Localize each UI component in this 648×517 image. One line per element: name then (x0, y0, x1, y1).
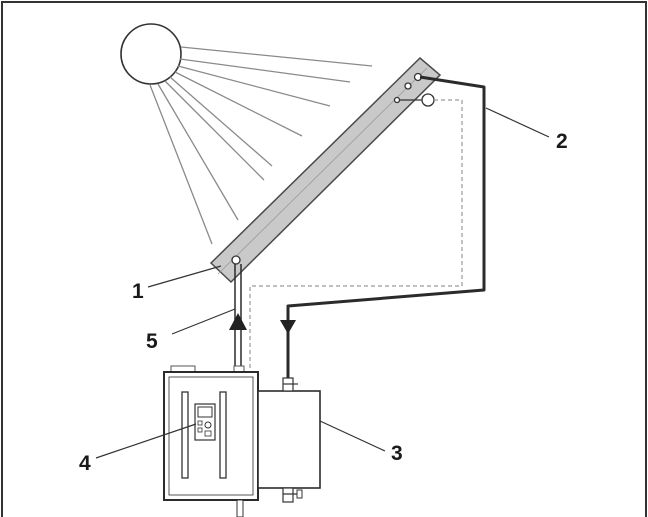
leader-line-2 (485, 107, 550, 138)
return-up-arrow-icon (229, 313, 247, 330)
callout-4: 4 (79, 452, 91, 475)
panel-vent-port (393, 96, 401, 104)
cabinet-right-pipe (219, 391, 227, 479)
sensor-cable-dashed (249, 99, 463, 373)
tank-bottom-connector (282, 487, 294, 503)
controller-display (197, 406, 213, 418)
callout-5: 5 (146, 330, 158, 353)
leader-line-1 (147, 265, 222, 288)
flow-down-arrow-icon (280, 320, 296, 334)
callout-3: 3 (391, 442, 403, 465)
sun-icon (120, 23, 373, 245)
temperature-sensor (421, 93, 435, 107)
panel-sensor-port (404, 82, 412, 90)
storage-tank (257, 377, 321, 503)
callout-1: 1 (132, 280, 144, 303)
solar-collector-panel (209, 56, 442, 284)
callout-2: 2 (556, 130, 568, 153)
controller-knob-icon (204, 421, 212, 429)
leader-line-3 (319, 420, 386, 452)
leader-line-5 (171, 308, 236, 335)
leader-line-4 (95, 423, 197, 459)
panel-inlet-port (231, 255, 241, 265)
pump-station-cabinet (163, 365, 259, 517)
cabinet-left-pipe (181, 391, 189, 479)
return-pipe (234, 264, 242, 372)
